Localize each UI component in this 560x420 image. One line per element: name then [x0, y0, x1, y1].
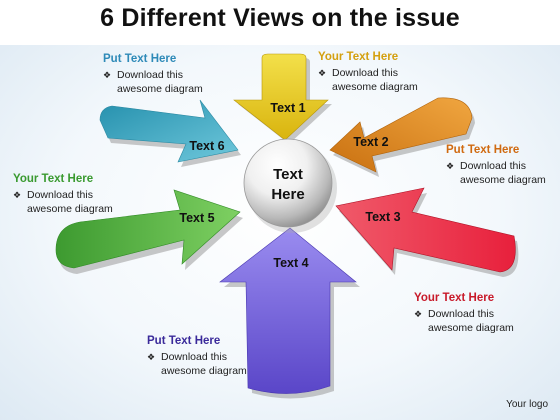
callout-bullet: ❖ Download this awesome diagram	[103, 68, 243, 96]
diamond-bullet-icon: ❖	[103, 70, 112, 80]
callout-bottom-right: Your Text Here ❖ Download this awesome d…	[414, 292, 554, 335]
callout-heading: Your Text Here	[318, 51, 399, 63]
callout-top-right: Your Text Here ❖ Download this awesome d…	[318, 51, 458, 94]
callout-bullet-text: Download this awesome diagram	[27, 189, 113, 215]
callout-top-left: Put Text Here ❖ Download this awesome di…	[103, 53, 243, 96]
diamond-bullet-icon: ❖	[446, 161, 455, 171]
page-title: 6 Different Views on the issue	[100, 4, 460, 32]
arrow-label-6: Text 6	[189, 139, 224, 153]
callout-bullet: ❖ Download this awesome diagram	[446, 159, 556, 187]
center-text-line1: Text	[273, 166, 303, 183]
diamond-bullet-icon: ❖	[318, 68, 327, 78]
arrow-label-5: Text 5	[179, 211, 214, 225]
arrow-label-2: Text 2	[353, 135, 388, 149]
arrow-2	[329, 97, 475, 177]
arrow-1	[233, 53, 332, 144]
center-text-line2: Here	[271, 186, 304, 203]
logo-placeholder: Your logo	[506, 399, 548, 410]
callout-heading: Your Text Here	[414, 292, 495, 304]
arrow-label-1: Text 1	[270, 101, 305, 115]
callout-bullet: ❖ Download this awesome diagram	[147, 350, 287, 378]
callout-bullet: ❖ Download this awesome diagram	[318, 66, 458, 94]
callout-bullet-text: Download this awesome diagram	[428, 308, 514, 334]
arrow-label-3: Text 3	[365, 210, 400, 224]
arrow-4	[219, 227, 360, 399]
callout-bullet-text: Download this awesome diagram	[161, 351, 247, 377]
callout-right: Put Text Here ❖ Download this awesome di…	[446, 144, 556, 187]
callout-bullet-text: Download this awesome diagram	[460, 160, 546, 186]
callout-bullet-text: Download this awesome diagram	[117, 69, 203, 95]
callout-heading: Put Text Here	[446, 144, 520, 156]
arrow-label-4: Text 4	[273, 256, 308, 270]
diamond-bullet-icon: ❖	[414, 309, 423, 319]
arrow-6	[99, 99, 241, 167]
callout-left: Your Text Here ❖ Download this awesome d…	[13, 173, 153, 216]
callout-bullet: ❖ Download this awesome diagram	[414, 307, 554, 335]
callout-heading: Your Text Here	[13, 173, 94, 185]
callout-bullet-text: Download this awesome diagram	[332, 67, 418, 93]
callout-bottom-left: Put Text Here ❖ Download this awesome di…	[147, 335, 287, 378]
callout-heading: Put Text Here	[103, 53, 177, 65]
callout-heading: Put Text Here	[147, 335, 221, 347]
arrow-5	[55, 189, 243, 274]
center-sphere: Text Here	[243, 138, 337, 233]
diamond-bullet-icon: ❖	[147, 352, 156, 362]
callout-bullet: ❖ Download this awesome diagram	[13, 188, 153, 216]
diamond-bullet-icon: ❖	[13, 190, 22, 200]
arrow-3	[335, 187, 519, 277]
